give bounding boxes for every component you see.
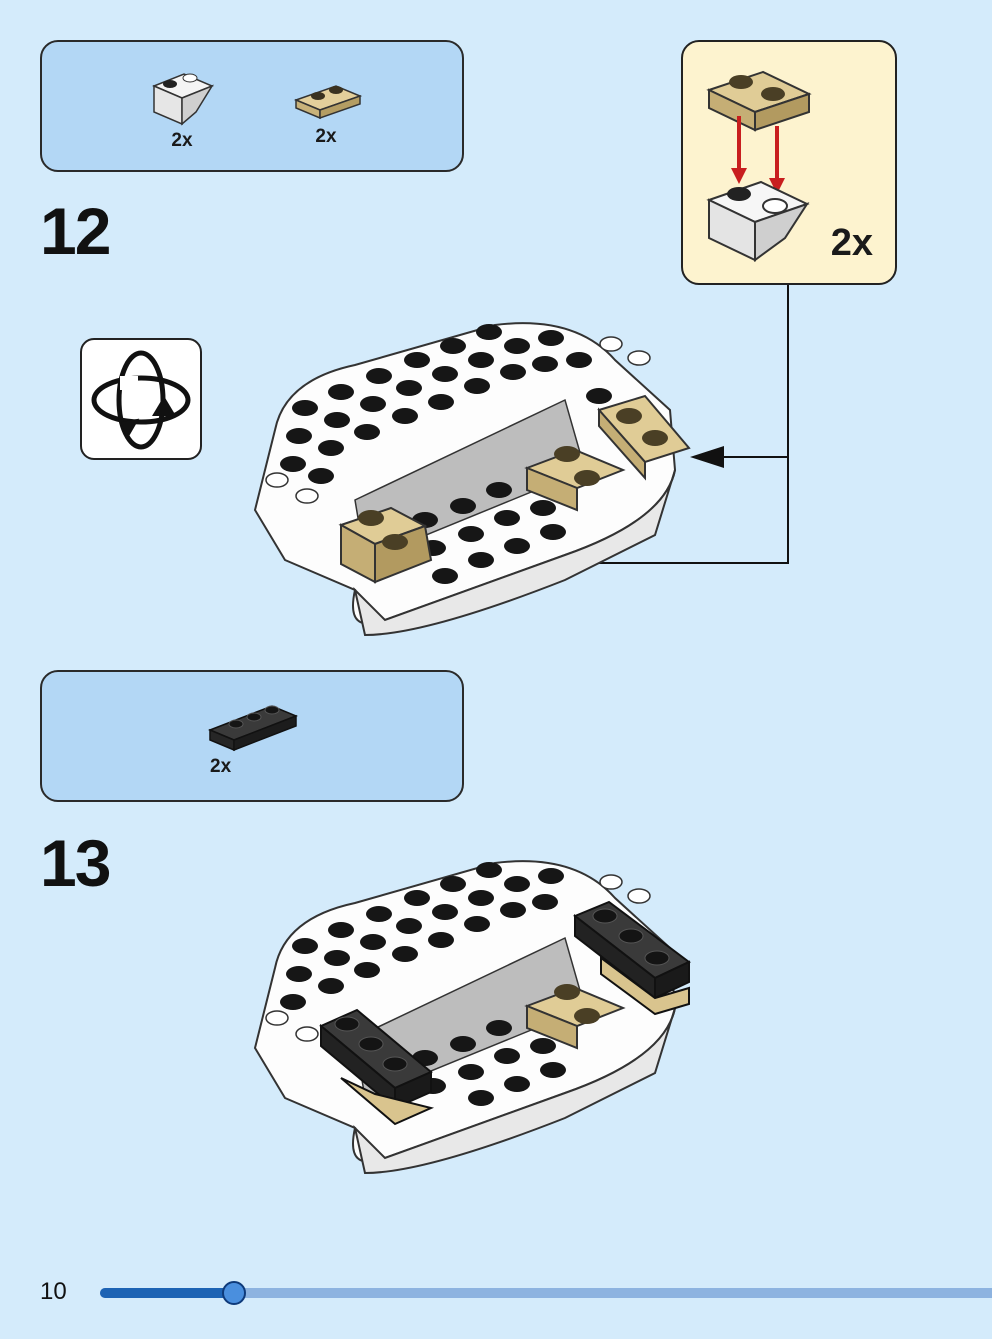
step12-parts-box: 2x 2x <box>40 40 464 172</box>
subassembly-illustration <box>706 70 812 262</box>
page-number: 10 <box>40 1278 67 1305</box>
progress-bar <box>100 1281 992 1305</box>
part-qty: 2x <box>171 130 193 151</box>
part-tan-plate: 2x <box>286 78 366 148</box>
progress-fill <box>100 1288 234 1298</box>
step13-model <box>253 860 691 1175</box>
step12-model <box>253 322 691 637</box>
rotate-icon <box>91 350 191 450</box>
subassembly-callout: 2x <box>681 40 897 285</box>
progress-knob <box>221 1281 246 1305</box>
part-qty: 2x <box>210 756 232 777</box>
part-black-plate: 2x <box>202 698 302 778</box>
white-slope-icon <box>152 73 214 126</box>
black-plate-icon <box>207 705 299 752</box>
step13-parts-box: 2x <box>40 670 464 802</box>
rotate-model-callout <box>80 338 202 460</box>
step-number: 12 <box>40 194 111 268</box>
step-number: 13 <box>40 826 111 900</box>
subassembly-qty: 2x <box>830 222 873 264</box>
part-white-slope: 2x <box>142 64 222 152</box>
part-qty: 2x <box>315 126 337 147</box>
tan-plate-icon <box>293 85 362 120</box>
